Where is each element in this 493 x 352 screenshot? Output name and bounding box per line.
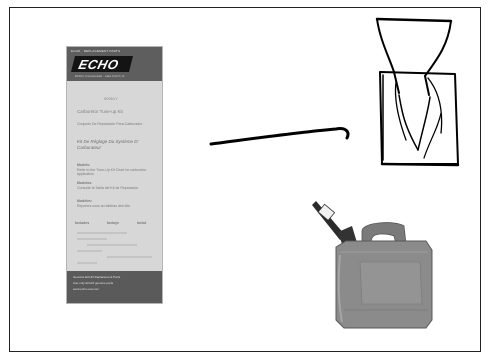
arrow-line <box>211 129 348 144</box>
funnel-sketch-icon <box>377 19 458 165</box>
gas-can-icon <box>312 201 432 328</box>
illustrations <box>0 0 493 337</box>
